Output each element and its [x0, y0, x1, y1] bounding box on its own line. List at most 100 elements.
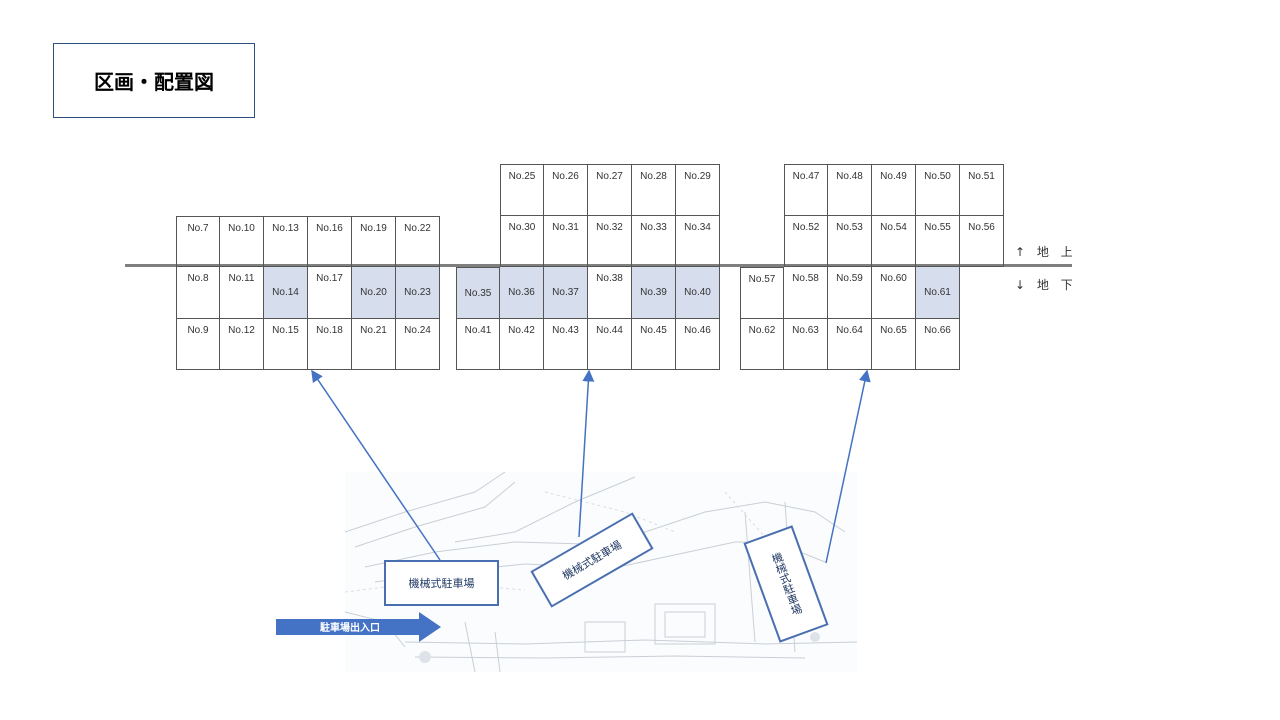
parking-space-number: No.54	[880, 222, 907, 233]
parking-space-number: No.55	[924, 222, 951, 233]
parking-space: No.44	[588, 319, 632, 370]
parking-space-number: No.37	[552, 287, 579, 298]
parking-space: No.18	[308, 319, 352, 370]
parking-space: No.39	[632, 267, 676, 319]
parking-space-number: No.51	[968, 171, 995, 182]
parking-space: No.61	[916, 267, 960, 319]
parking-space: No.66	[916, 319, 960, 370]
parking-space: No.40	[676, 267, 720, 319]
mechanical-parking-1-label: 機械式駐車場	[408, 577, 475, 590]
parking-space: No.12	[220, 319, 264, 370]
parking-space-number: No.29	[684, 171, 711, 182]
mechanical-parking-3-label: 機械式駐車場	[769, 550, 804, 618]
parking-space: No.45	[632, 319, 676, 370]
parking-space: No.42	[500, 319, 544, 370]
parking-space: No.23	[396, 267, 440, 319]
parking-space: No.47	[784, 164, 828, 216]
parking-space-number: No.14	[272, 287, 299, 298]
parking-space: No.41	[456, 319, 500, 370]
entrance-arrow-icon	[276, 612, 441, 642]
parking-space-number: No.62	[748, 325, 776, 336]
parking-space: No.13	[264, 216, 308, 267]
parking-space-number: No.25	[508, 171, 536, 182]
parking-space-number: No.58	[792, 273, 819, 284]
parking-space-number: No.47	[792, 171, 820, 182]
above-ground-label: ↑ 地 上	[1015, 245, 1077, 259]
parking-space: No.50	[916, 164, 960, 216]
parking-space: No.57	[740, 267, 784, 319]
parking-space: No.54	[872, 216, 916, 267]
parking-space: No.8	[176, 267, 220, 319]
parking-space-number: No.56	[968, 222, 995, 233]
parking-space: No.31	[544, 216, 588, 267]
ground-line	[125, 264, 1072, 267]
parking-space-number: No.28	[640, 171, 667, 182]
parking-space-number: No.21	[360, 325, 387, 336]
parking-space-number: No.52	[792, 222, 820, 233]
parking-space-number: No.27	[596, 171, 623, 182]
parking-space: No.22	[396, 216, 440, 267]
parking-space-number: No.45	[640, 325, 667, 336]
parking-space: No.63	[784, 319, 828, 370]
parking-space: No.58	[784, 267, 828, 319]
parking-space-number: No.17	[316, 273, 343, 284]
parking-space: No.32	[588, 216, 632, 267]
below-ground-label: ↓ 地 下	[1015, 278, 1077, 292]
parking-space: No.53	[828, 216, 872, 267]
parking-space: No.35	[456, 267, 500, 319]
parking-space: No.48	[828, 164, 872, 216]
parking-space-number: No.36	[508, 287, 535, 298]
parking-space-number: No.41	[464, 325, 492, 336]
parking-space: No.33	[632, 216, 676, 267]
parking-space: No.46	[676, 319, 720, 370]
parking-space-number: No.44	[596, 325, 623, 336]
parking-space-number: No.20	[360, 287, 387, 298]
parking-space-number: No.13	[272, 223, 299, 234]
parking-space-number: No.39	[640, 287, 667, 298]
parking-space: No.26	[544, 164, 588, 216]
parking-space: No.64	[828, 319, 872, 370]
parking-space: No.55	[916, 216, 960, 267]
parking-space-number: No.42	[508, 325, 535, 336]
parking-space: No.7	[176, 216, 220, 267]
parking-space-number: No.59	[836, 273, 863, 284]
parking-space-number: No.66	[924, 325, 951, 336]
parking-space-number: No.15	[272, 325, 299, 336]
parking-space-number: No.61	[924, 287, 951, 298]
parking-space: No.20	[352, 267, 396, 319]
parking-space-number: No.50	[924, 171, 951, 182]
parking-space: No.43	[544, 319, 588, 370]
parking-space-number: No.32	[596, 222, 623, 233]
page-title: 区画・配置図	[53, 43, 255, 118]
parking-space-number: No.24	[404, 325, 431, 336]
parking-space: No.28	[632, 164, 676, 216]
parking-space-number: No.34	[684, 222, 711, 233]
parking-space-number: No.48	[836, 171, 863, 182]
mechanical-parking-1: 機械式駐車場	[384, 560, 499, 606]
parking-space: No.27	[588, 164, 632, 216]
parking-space: No.30	[500, 216, 544, 267]
parking-space: No.15	[264, 319, 308, 370]
parking-space: No.24	[396, 319, 440, 370]
parking-space-number: No.65	[880, 325, 907, 336]
parking-space: No.36	[500, 267, 544, 319]
parking-space-number: No.63	[792, 325, 819, 336]
parking-space-number: No.18	[316, 325, 343, 336]
parking-space: No.16	[308, 216, 352, 267]
parking-space: No.19	[352, 216, 396, 267]
parking-space-number: No.46	[684, 325, 711, 336]
parking-space-number: No.64	[836, 325, 863, 336]
parking-space: No.52	[784, 216, 828, 267]
parking-space-number: No.43	[552, 325, 579, 336]
parking-space: No.17	[308, 267, 352, 319]
parking-space: No.65	[872, 319, 916, 370]
parking-space-number: No.16	[316, 223, 343, 234]
parking-space-number: No.23	[404, 287, 431, 298]
parking-space: No.29	[676, 164, 720, 216]
parking-space-number: No.30	[508, 222, 536, 233]
parking-space: No.62	[740, 319, 784, 370]
parking-space-number: No.11	[228, 273, 255, 284]
parking-space-number: No.38	[596, 273, 623, 284]
